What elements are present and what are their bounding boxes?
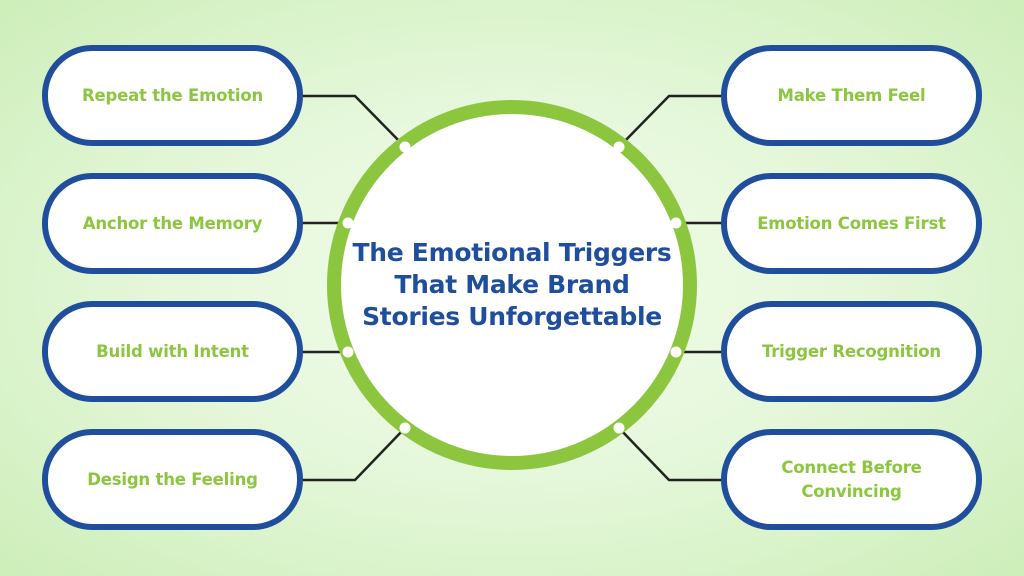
trigger-pill-repeat-the-emotion: Repeat the Emotion: [42, 45, 303, 146]
trigger-pill-trigger-recognition: Trigger Recognition: [721, 301, 982, 402]
central-title: The Emotional Triggers That Make Brand S…: [352, 238, 672, 331]
central-topic-circle: The Emotional Triggers That Make Brand S…: [327, 100, 697, 470]
pill-label: Anchor the Memory: [82, 213, 263, 233]
pill-label: Repeat the Emotion: [81, 85, 264, 105]
trigger-pill-connect-before-convincing: Connect Before Convincing: [721, 429, 982, 530]
trigger-pill-build-with-intent: Build with Intent: [42, 301, 303, 402]
pill-label: Build with Intent: [96, 341, 249, 361]
connector-left-1: [303, 94, 406, 148]
trigger-pill-design-the-feeling: Design the Feeling: [42, 429, 303, 530]
trigger-pill-emotion-comes-first: Emotion Comes First: [721, 173, 982, 274]
connector-left-4: [303, 427, 406, 482]
pill-label: Trigger Recognition: [762, 341, 941, 361]
pill-label: Emotion Comes First: [757, 213, 946, 233]
trigger-pill-make-them-feel: Make Them Feel: [721, 45, 982, 146]
pill-label: Make Them Feel: [777, 85, 926, 105]
pill-label: Connect Before Convincing: [781, 457, 922, 501]
pill-label: Design the Feeling: [87, 469, 258, 489]
connector-right-1: [618, 94, 721, 148]
trigger-pill-anchor-the-memory: Anchor the Memory: [42, 173, 303, 274]
connector-right-4: [618, 427, 721, 482]
